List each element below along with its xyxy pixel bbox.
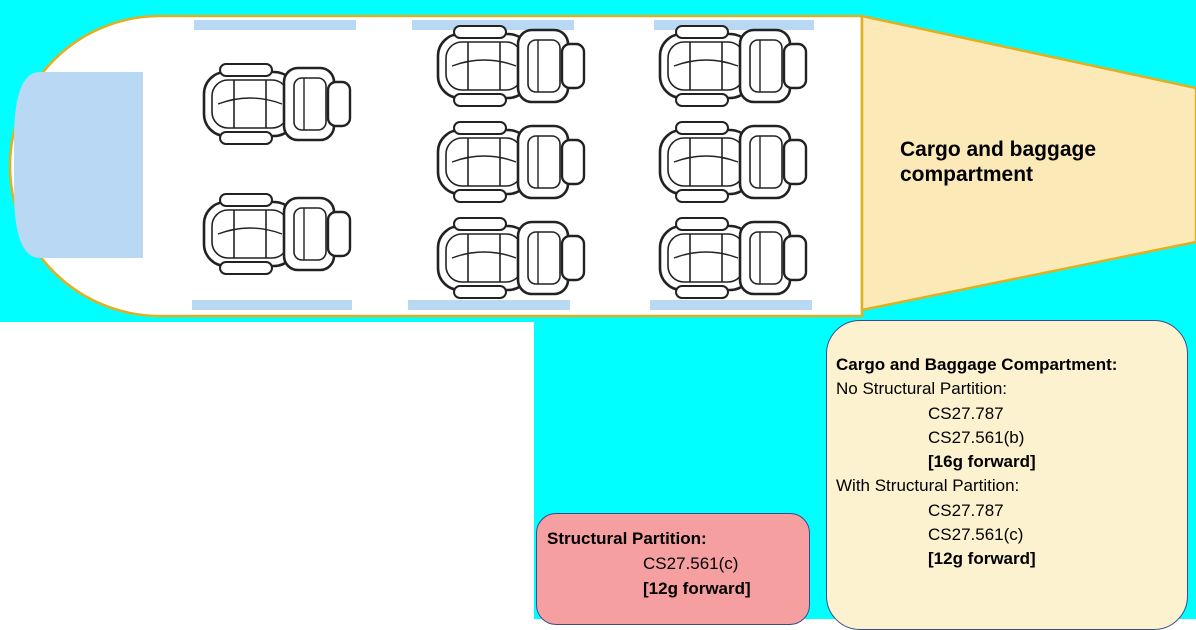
seat-row2-bottom [436, 216, 586, 300]
no-partition-load: [16g forward] [928, 452, 1036, 472]
seat-row1-right [202, 192, 352, 276]
window-top-1 [194, 20, 356, 30]
cabin-layout-diagram [8, 14, 1196, 318]
no-partition-label: No Structural Partition: [836, 379, 1008, 399]
cargo-baggage-box: Cargo and Baggage Compartment: No Struct… [826, 320, 1188, 630]
no-partition-reg2: CS27.561(b) [928, 427, 1025, 447]
window-bottom-3 [650, 300, 812, 310]
seat-row1-left [202, 62, 352, 146]
with-partition-reg1: CS27.787 [928, 500, 1004, 520]
window-top-3 [654, 20, 814, 30]
partition-title: Structural Partition: [547, 529, 707, 548]
seat-row2-top [436, 24, 586, 108]
partition-regulation: CS27.561(c) [643, 554, 739, 573]
seat-row3-mid [658, 120, 808, 204]
seat-row2-mid [436, 120, 586, 204]
cockpit-window [14, 72, 143, 258]
with-partition-reg2: CS27.561(c) [928, 525, 1024, 545]
no-partition-reg1: CS27.787 [928, 403, 1004, 423]
cargo-box-title: Cargo and Baggage Compartment: [836, 355, 1118, 374]
seat-row3-top [658, 24, 808, 108]
partition-load: [12g forward] [643, 579, 751, 598]
structural-partition-box: Structural Partition: CS27.561(c) [12g f… [536, 513, 810, 625]
window-bottom-2 [408, 300, 570, 310]
with-partition-load: [12g forward] [928, 549, 1036, 569]
window-bottom-1 [192, 300, 352, 310]
with-partition-label: With Structural Partition: [836, 476, 1020, 496]
cargo-compartment [860, 14, 1196, 312]
cargo-compartment-label: Cargo and baggage compartment [900, 138, 1097, 186]
seat-row3-bottom [658, 216, 808, 300]
